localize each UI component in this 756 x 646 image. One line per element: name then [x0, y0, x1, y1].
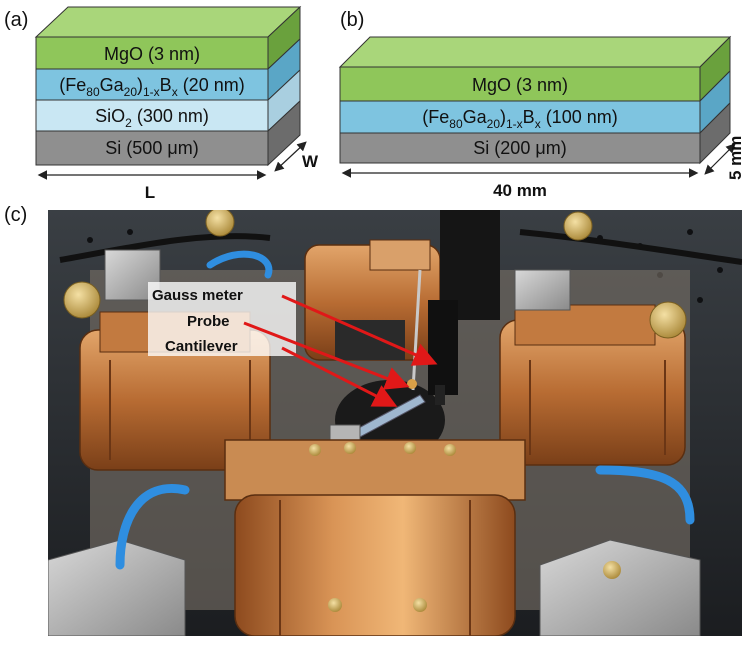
panel-b-layer-si	[339, 132, 701, 164]
connector-right	[514, 269, 571, 311]
coil-back	[304, 239, 441, 361]
blue-tube-top	[206, 250, 273, 279]
panel-b: (b) MgO (3 nm) (Fe80Ga20)1-xBx (100 nm) …	[338, 9, 745, 200]
callout-probe: Probe	[187, 313, 230, 330]
blue-tube-right	[595, 465, 695, 525]
panel-b-layer-mgo	[339, 66, 701, 102]
panel-a-top-face	[34, 6, 302, 38]
setup-photo: Gauss meter Probe Cantilever	[48, 210, 742, 636]
cantilever-clamp	[329, 424, 361, 442]
coil-right	[499, 304, 686, 466]
panel-b-layer-fegab	[339, 100, 701, 134]
panel-a-layer-mgo	[35, 36, 269, 70]
knob-left	[63, 281, 101, 319]
panel-a: (a) MgO (3 nm) (Fe80Ga20)1-xBx (20 nm) S…	[4, 5, 319, 202]
panel-b-width-arrow	[704, 143, 736, 175]
gauss-meter-probe	[428, 210, 500, 405]
brass-screw-br	[603, 561, 621, 579]
panel-a-fegab-label: (Fe80Ga20)1-xBx (20 nm)	[59, 75, 244, 99]
panel-b-fegab-label: (Fe80Ga20)1-xBx (100 nm)	[422, 107, 617, 131]
cable-1	[59, 233, 271, 263]
panel-b-length-label: 40 mm	[493, 181, 547, 200]
panel-a-layer-sio2	[35, 99, 269, 132]
panel-a-width-arrow	[274, 141, 307, 172]
panel-b-label: (b)	[340, 9, 364, 31]
panel-a-length-label: L	[145, 183, 155, 202]
panel-b-width-label: 5 mm	[726, 136, 745, 180]
knob-right	[649, 301, 687, 339]
arrow-cantilever	[281, 346, 398, 407]
panel-b-top-face	[338, 36, 732, 68]
panel-b-si-label: Si (200 μm)	[473, 138, 566, 158]
probe-tip	[407, 379, 417, 389]
arrow-gauss-meter	[281, 294, 438, 366]
panel-a-label: (a)	[4, 9, 28, 31]
metal-block-right	[539, 539, 701, 636]
callout-background	[148, 282, 296, 356]
panel-b-mgo-label: MgO (3 nm)	[472, 75, 568, 95]
probe-rod	[411, 269, 422, 391]
knob-top-left	[205, 210, 235, 237]
callout-cantilever: Cantilever	[165, 338, 238, 355]
blue-tube-left	[115, 484, 190, 570]
panel-a-si-label: Si (500 μm)	[105, 138, 198, 158]
panel-a-mgo-label: MgO (3 nm)	[104, 44, 200, 64]
panel-c-label: (c)	[4, 204, 27, 226]
callout-gauss-meter: Gauss meter	[152, 287, 243, 304]
coil-front	[224, 439, 526, 636]
cable-2	[519, 229, 742, 265]
knob-top-right	[563, 211, 593, 241]
arrow-probe	[243, 321, 410, 390]
panel-a-width-label: W	[302, 152, 319, 171]
metal-block-left	[48, 539, 186, 636]
panel-a-layer-si	[35, 130, 269, 166]
panel-a-sio2-label: SiO2 (300 nm)	[95, 106, 209, 130]
